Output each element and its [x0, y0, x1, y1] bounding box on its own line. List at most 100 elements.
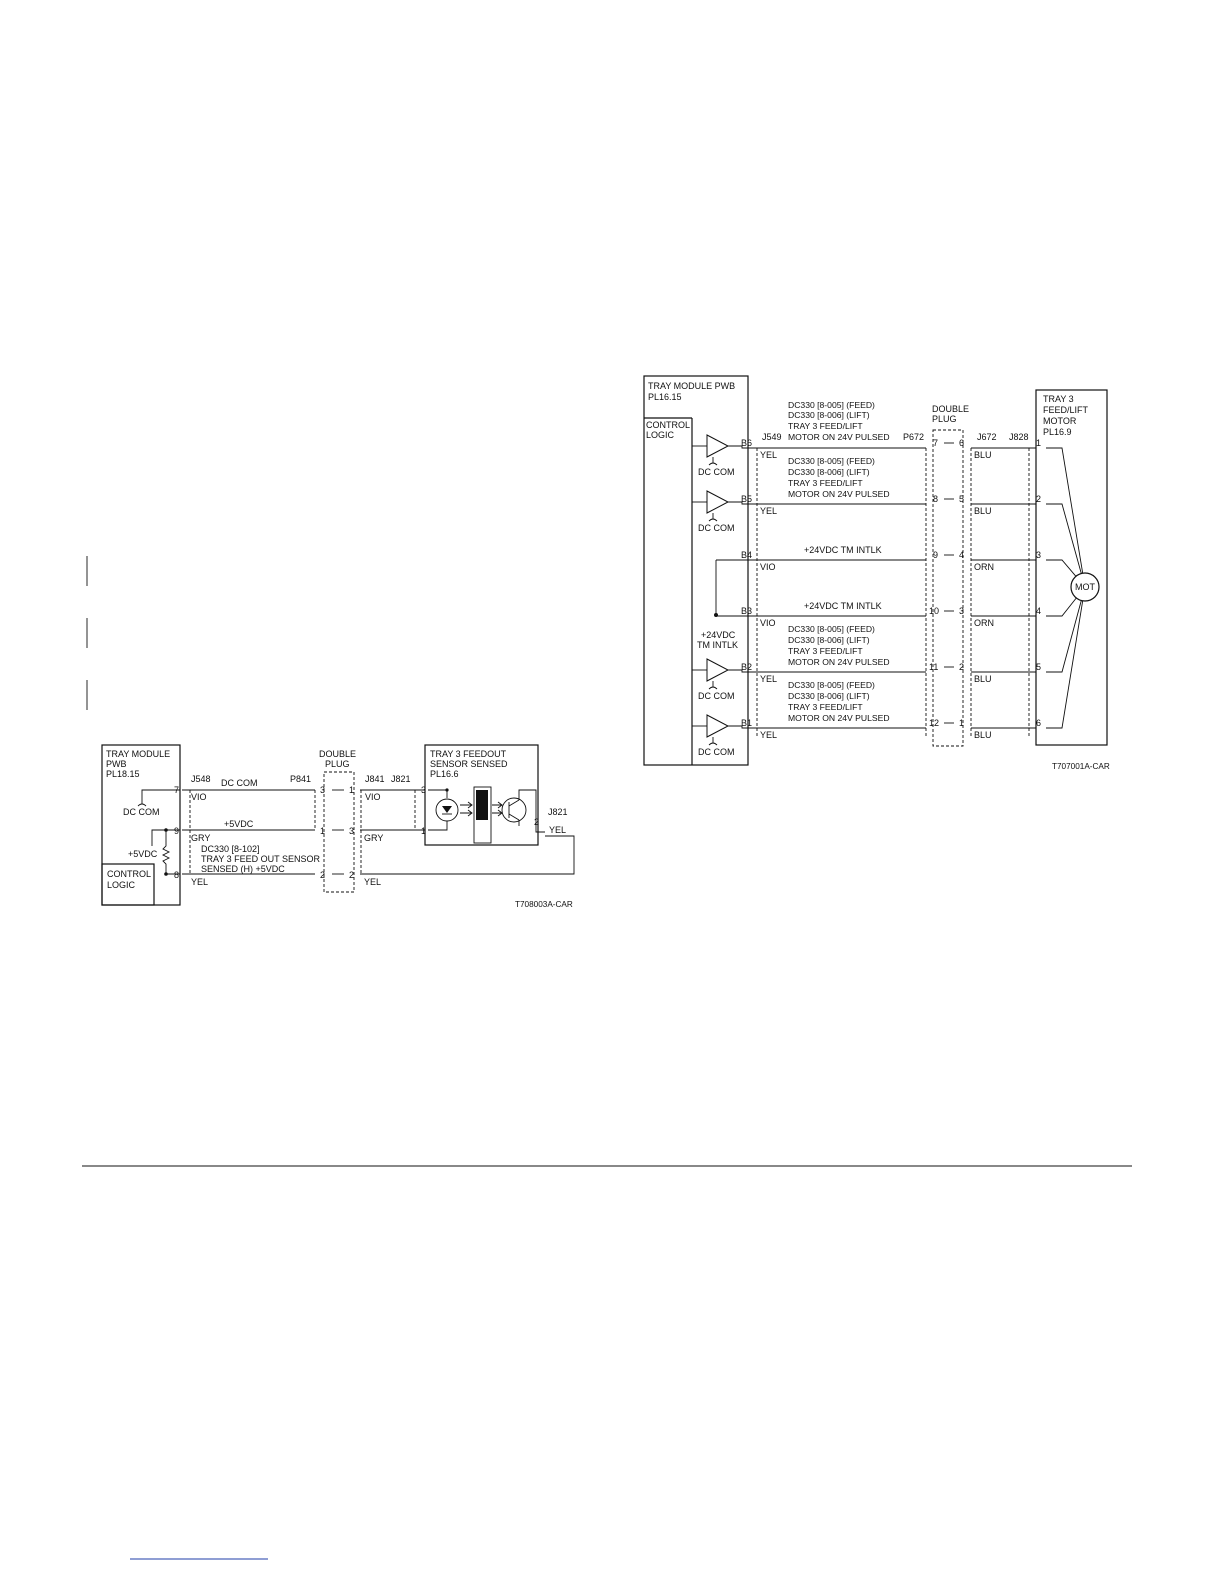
connector-j548: J548: [191, 774, 211, 784]
wire-color-left: YEL: [760, 506, 777, 516]
driver-output-wire: [728, 501, 748, 505]
feed-lift-motor-box: [1035, 389, 1108, 746]
double-plug-box: [932, 429, 964, 747]
motor-part-ref: PL16.9: [1043, 427, 1072, 437]
connector-p841: P841: [290, 774, 311, 784]
plug-pin-left: 7: [933, 438, 938, 448]
double-plug-label: PLUG: [325, 759, 350, 769]
ground-icon: [708, 457, 718, 466]
wire-yel-return: [360, 835, 575, 875]
plug-pin: 3: [349, 826, 354, 836]
wire-color-yel: YEL: [549, 825, 566, 835]
connector-j549: J549: [762, 432, 782, 442]
plug-pin-right: 2: [959, 662, 964, 672]
dc-com-label: DC COM: [698, 691, 735, 701]
pwb-title: TRAY MODULE: [106, 749, 170, 759]
transistor-emitter: [508, 813, 520, 821]
interlock-label: +24VDC: [701, 630, 736, 640]
connector-p672: P672: [903, 432, 924, 442]
signal-line: MOTOR ON 24V PULSED: [788, 489, 890, 499]
wire-color-yel: YEL: [364, 877, 381, 887]
pin-9: 9: [174, 826, 179, 836]
plug-pin-right: 3: [959, 606, 964, 616]
wire-color-gry: GRY: [191, 833, 210, 843]
driver-icon: [706, 658, 730, 682]
signal-line: MOTOR ON 24V PULSED: [788, 657, 890, 667]
signal-line: DC330 [8-005] (FEED): [788, 624, 875, 634]
connector-j672: J672: [977, 432, 997, 442]
wire-color-left: YEL: [760, 450, 777, 460]
wire-color-vio: VIO: [365, 792, 381, 802]
motor-lead: [1046, 600, 1082, 673]
motor-pin: 6: [1036, 718, 1041, 728]
wire-label-dc-com: DC COM: [221, 778, 258, 788]
pin-label: B6: [741, 438, 752, 448]
plug-pin-left: 8: [933, 494, 938, 504]
led-diode-icon: [442, 806, 452, 813]
v5-wire: [151, 829, 180, 846]
plug-pin: 3: [320, 785, 325, 795]
plug-pin: 2: [320, 870, 325, 880]
pin-label: B4: [741, 550, 752, 560]
control-logic-label: LOGIC: [107, 880, 136, 890]
pwb-title: TRAY MODULE PWB: [648, 381, 735, 391]
motor-title: MOTOR: [1043, 416, 1077, 426]
wire-label-5v: +5VDC: [224, 819, 254, 829]
tray-module-pwb-box: [643, 375, 749, 766]
pwb-part-ref: PL16.15: [648, 392, 682, 402]
motor-lead: [1046, 447, 1084, 574]
signal-line: TRAY 3 FEED/LIFT: [788, 421, 863, 431]
signal-block-b5: DC330 [8-005] (FEED) DC330 [8-006] (LIFT…: [788, 456, 890, 499]
signal-line: DC330 [8-006] (LIFT): [788, 467, 870, 477]
control-logic-box: [101, 863, 155, 906]
dc-com-label: DC COM: [698, 523, 735, 533]
signal-block-b1: DC330 [8-005] (FEED) DC330 [8-006] (LIFT…: [788, 680, 890, 723]
wire-color-gry: GRY: [364, 833, 383, 843]
interlock-label: TM INTLK: [697, 640, 738, 650]
driver-icon: [706, 490, 730, 514]
driver-output-wire: [728, 725, 748, 729]
intlk-wire-label: +24VDC TM INTLK: [804, 545, 882, 555]
signal-line: MOTOR ON 24V PULSED: [788, 432, 890, 442]
pin-label: B2: [741, 662, 752, 672]
driver-output-wire: [728, 669, 748, 673]
dc-com-label: DC COM: [698, 467, 735, 477]
sensor-pin: 3: [421, 785, 426, 795]
wire-color-left: VIO: [760, 618, 776, 628]
plug-pin-left: 9: [933, 550, 938, 560]
motor-icon: [1070, 572, 1100, 602]
motor-pin: 4: [1036, 606, 1041, 616]
wire-color-right: BLU: [974, 674, 992, 684]
signal-line: TRAY 3 FEED/LIFT: [788, 478, 863, 488]
wire-color-right: BLU: [974, 450, 992, 460]
ground-icon: [708, 513, 718, 522]
plug-pin-right: 1: [959, 718, 964, 728]
motor-pin: 2: [1036, 494, 1041, 504]
signal-line: DC330 [8-005] (FEED): [788, 680, 875, 690]
wire-color-right: ORN: [974, 562, 994, 572]
transistor-collector: [508, 799, 520, 807]
pin-label: B5: [741, 494, 752, 504]
pin-label: B1: [741, 718, 752, 728]
junction-dot: [445, 788, 449, 792]
motor-pin: 1: [1036, 438, 1041, 448]
connector-j828: J828: [1009, 432, 1029, 442]
control-logic-label: LOGIC: [646, 430, 675, 440]
dc-com-label: DC COM: [123, 807, 160, 817]
connector-j821: J821: [391, 774, 411, 784]
driver-icon: [706, 434, 730, 458]
v5-label: +5VDC: [128, 849, 158, 859]
sensor-title: TRAY 3 FEEDOUT: [430, 749, 507, 759]
signal-line: DC330 [8-005] (FEED): [788, 400, 875, 410]
signal-block-b6: DC330 [8-005] (FEED) DC330 [8-006] (LIFT…: [788, 400, 890, 442]
signal-line: DC330 [8-006] (LIFT): [788, 691, 870, 701]
pwb-subtitle: PWB: [106, 759, 127, 769]
motor-pin: 3: [1036, 550, 1041, 560]
signal-line: MOTOR ON 24V PULSED: [788, 713, 890, 723]
pin-8: 8: [174, 870, 179, 880]
wire-color-left: VIO: [760, 562, 776, 572]
dc-com-wire: [141, 789, 180, 804]
